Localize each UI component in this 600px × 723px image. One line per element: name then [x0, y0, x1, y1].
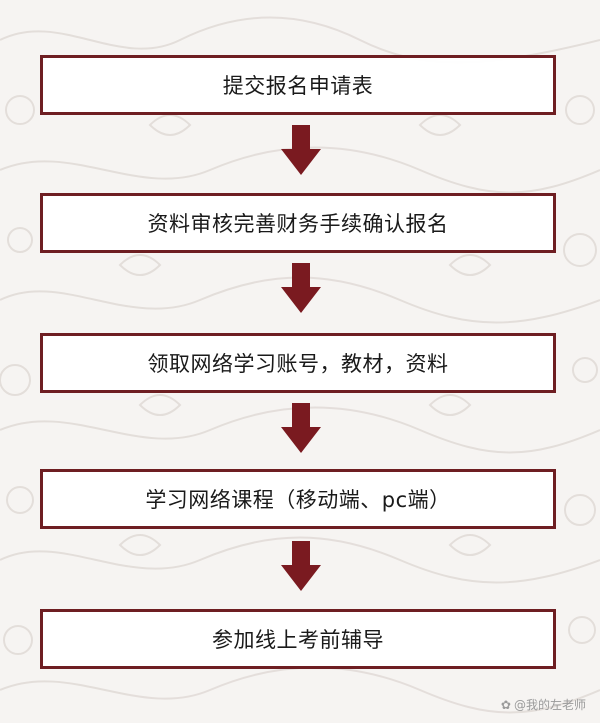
- step-box-2: 资料审核完善财务手续确认报名: [40, 193, 556, 253]
- step-label-1: 提交报名申请表: [222, 74, 374, 98]
- step-box-1: 提交报名申请表: [40, 55, 556, 115]
- step-box-5: 参加线上考前辅导: [40, 609, 556, 669]
- down-arrow-icon-3: [281, 403, 321, 453]
- watermark-text: @我的左老师: [513, 698, 586, 712]
- app-logo-icon: ✿: [500, 697, 511, 712]
- watermark: ✿ @我的左老师: [501, 696, 586, 713]
- step-label-3: 领取网络学习账号，教材，资料: [147, 352, 449, 376]
- step-box-4: 学习网络课程（移动端、pc端）: [40, 469, 556, 529]
- step-label-2: 资料审核完善财务手续确认报名: [147, 212, 449, 236]
- down-arrow-icon-2: [281, 263, 321, 313]
- step-box-3: 领取网络学习账号，教材，资料: [40, 333, 556, 393]
- down-arrow-icon-4: [281, 541, 321, 591]
- down-arrow-icon-1: [281, 125, 321, 175]
- step-label-4: 学习网络课程（移动端、pc端）: [145, 488, 451, 512]
- step-label-5: 参加线上考前辅导: [212, 628, 384, 652]
